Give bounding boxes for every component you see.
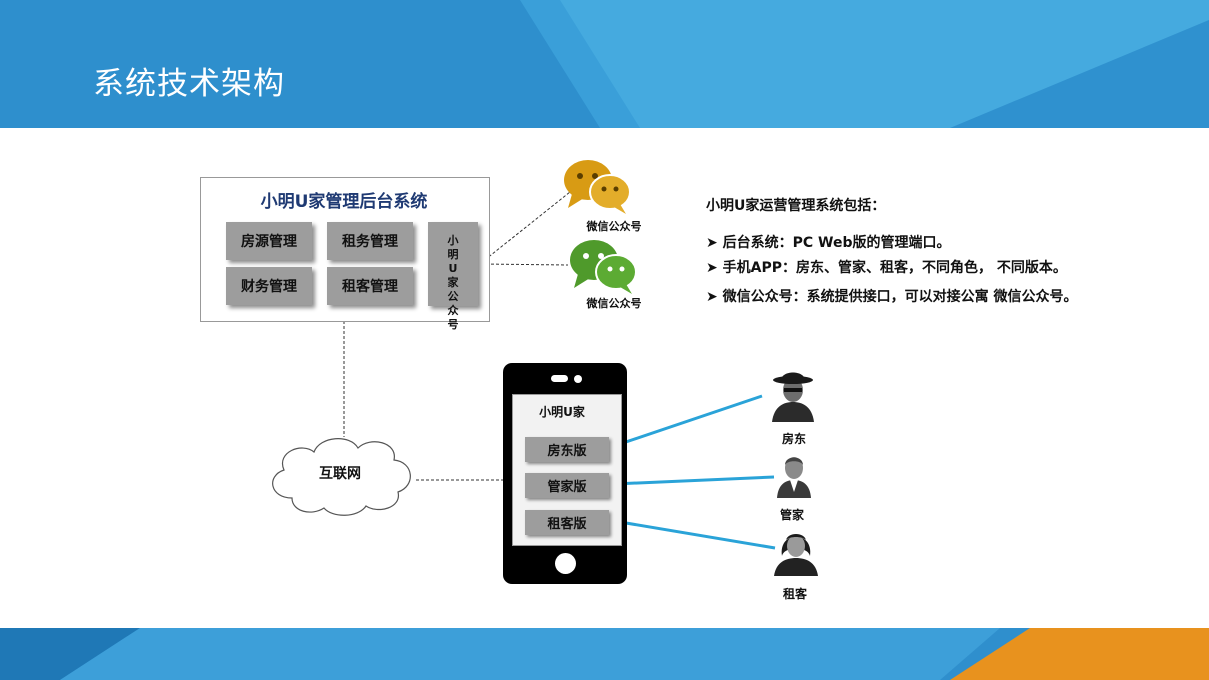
wechat-account-box[interactable] — [428, 222, 478, 306]
tenant-label: 租客 — [782, 587, 807, 601]
header-banner — [0, 0, 1209, 128]
vertical-char: 小 — [447, 234, 459, 247]
vertical-char: 号 — [447, 318, 459, 331]
internet-cloud-icon — [272, 438, 411, 516]
housing-management-button[interactable]: 房源管理 — [226, 222, 312, 260]
info-item-app: ➤ 手机APP：房东、管家、租客，不同角色， 不同版本。 — [706, 260, 1067, 276]
landlord-version-button[interactable]: 房东版 — [525, 437, 609, 462]
manager-icon — [777, 457, 811, 498]
info-item-backend: ➤ 后台系统：PC Web版的管理端口。 — [706, 235, 951, 251]
manager-label: 管家 — [779, 508, 804, 522]
line-to-wechat-bottom — [480, 263, 569, 266]
phone-home-button[interactable] — [555, 553, 576, 574]
vertical-char: 公 — [447, 290, 459, 303]
phone-app-title: 小明U家 — [539, 405, 585, 419]
arrow-manager — [612, 475, 775, 489]
tenant-management-button[interactable]: 租客管理 — [327, 267, 413, 305]
line-to-wechat-top — [480, 191, 571, 264]
landlord-label: 房东 — [781, 432, 806, 446]
arrow-tenant — [612, 517, 776, 550]
wechat-gold-icon — [564, 160, 631, 214]
wechat-green-icon — [570, 240, 637, 294]
footer-decoration — [0, 628, 1209, 680]
vertical-char: U — [448, 262, 458, 275]
vertical-char: 家 — [447, 276, 459, 289]
phone-camera-icon — [551, 375, 568, 382]
lease-management-button[interactable]: 租务管理 — [327, 222, 413, 260]
arrow-landlord — [612, 394, 763, 449]
wechat-bottom-label: 微信公众号 — [586, 297, 642, 310]
wechat-account-vertical-label: 小 明 U 家 公 众 号 — [428, 234, 478, 332]
backend-title: 小明U家管理后台系统 — [260, 192, 428, 212]
manager-version-button[interactable]: 管家版 — [525, 473, 609, 498]
landlord-icon — [772, 372, 814, 422]
info-heading: 小明U家运营管理系统包括： — [706, 198, 886, 214]
finance-management-button[interactable]: 财务管理 — [226, 267, 312, 305]
page-title: 系统技术架构 — [93, 66, 285, 102]
phone-sensor-icon — [574, 375, 582, 383]
footer-banner — [0, 628, 1209, 680]
vertical-char: 众 — [447, 304, 459, 317]
tenant-icon — [774, 534, 818, 576]
internet-label: 互联网 — [319, 466, 361, 482]
tenant-version-button[interactable]: 租客版 — [525, 510, 609, 535]
vertical-char: 明 — [447, 248, 459, 261]
wechat-top-label: 微信公众号 — [586, 220, 642, 233]
header-decoration — [0, 0, 1209, 128]
info-item-wechat: ➤ 微信公众号：系统提供接口，可以对接公寓 微信公众号。 — [706, 289, 1078, 305]
